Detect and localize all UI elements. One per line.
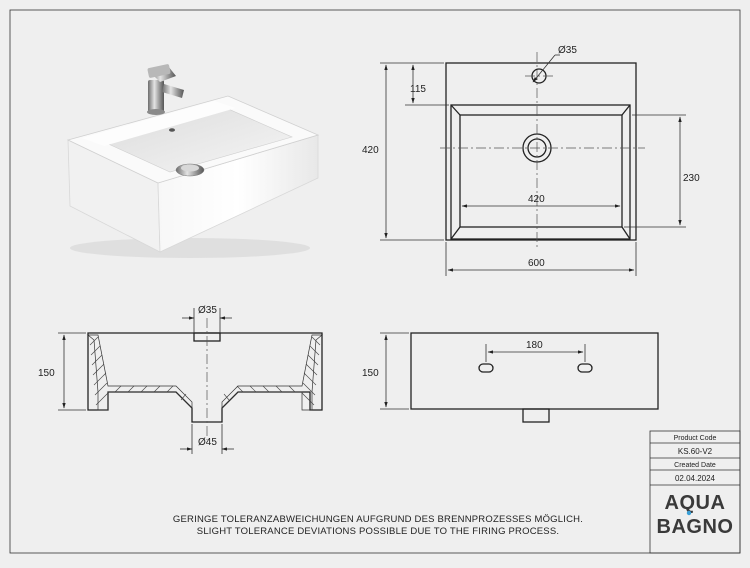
logo-water-drop-icon: [686, 510, 692, 516]
top-view-bowl-inner: [459, 114, 623, 228]
mount-slot-left: [478, 363, 494, 373]
logo-line-2: BAGNO: [657, 516, 734, 538]
dim-side-height: 150: [362, 368, 379, 379]
side-view: 180 150: [362, 332, 659, 423]
dim-side-spacing: 180: [526, 340, 543, 351]
dim-top-depth: 420: [362, 145, 379, 156]
title-block: Product Code KS.60-V2 Created Date 02.04…: [649, 430, 741, 554]
dim-top-offset: 115: [410, 84, 426, 95]
product-code-label: Product Code: [674, 435, 717, 442]
faucet-body: [148, 80, 164, 112]
logo-line-1: AQUA: [665, 492, 726, 514]
top-view-outline: [445, 62, 637, 241]
basin-render: [66, 64, 320, 258]
dim-top-hole-diameter: Ø35: [558, 45, 577, 56]
created-date: 02.04.2024: [675, 474, 716, 483]
side-view-drain: [522, 408, 550, 423]
created-date-label: Created Date: [674, 462, 716, 469]
dim-top-inner-width: 420: [528, 194, 545, 205]
sheet-border: [9, 9, 741, 554]
dim-section-drain: Ø45: [198, 437, 217, 448]
product-code: KS.60-V2: [678, 447, 713, 456]
section-outline: [87, 332, 323, 423]
dim-top-width: 600: [528, 258, 545, 269]
note-english: SLIGHT TOLERANCE DEVIATIONS POSSIBLE DUE…: [197, 526, 559, 537]
dim-top-inner-depth: 230: [683, 173, 700, 184]
mount-slot-right: [577, 363, 593, 373]
dim-section-hole: Ø35: [198, 305, 217, 316]
note-german: GERINGE TOLERANZABWEICHUNGEN AUFGRUND DE…: [173, 514, 583, 525]
section-view: Ø35 Ø45 150: [38, 305, 323, 454]
top-view: Ø35 420 115 420 600 230: [362, 45, 700, 276]
top-view-bowl-outer: [450, 104, 631, 240]
section-hatching: [89, 336, 321, 406]
dim-section-height: 150: [38, 368, 55, 379]
